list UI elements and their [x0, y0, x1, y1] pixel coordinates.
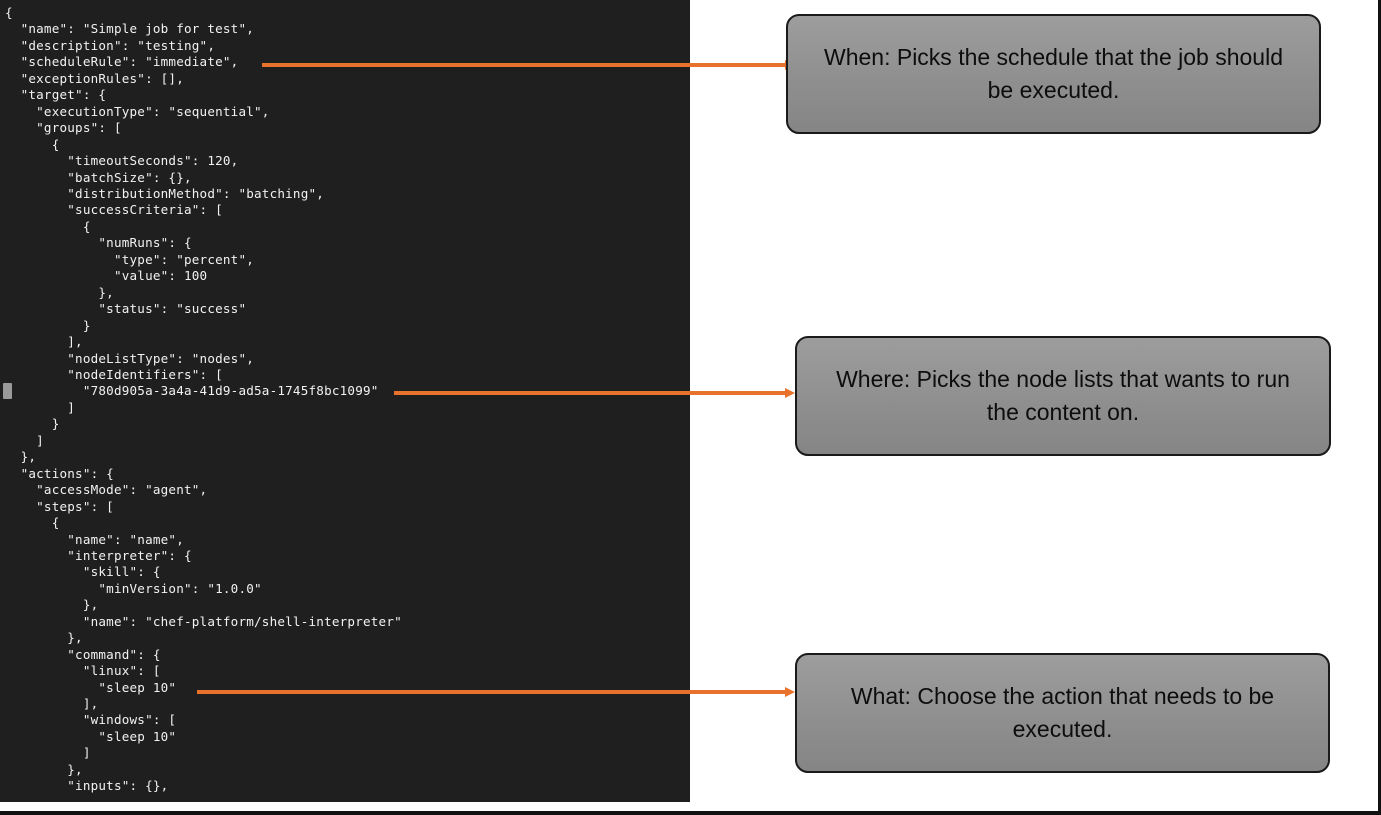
arrow-shaft — [262, 63, 785, 67]
callout-arrow-where — [394, 388, 795, 398]
arrow-head — [785, 687, 795, 697]
json-code-block: { "name": "Simple job for test", "descri… — [5, 5, 402, 794]
arrow-head — [785, 388, 795, 398]
arrow-shaft — [197, 690, 785, 694]
callout-where: Where: Picks the node lists that wants t… — [795, 336, 1331, 456]
callout-when: When: Picks the schedule that the job sh… — [786, 14, 1321, 134]
vertical-scrollbar-thumb[interactable] — [3, 383, 12, 399]
callout-arrow-what — [197, 687, 795, 697]
callout-what: What: Choose the action that needs to be… — [795, 653, 1330, 773]
callout-arrow-when — [262, 60, 795, 70]
code-panel: { "name": "Simple job for test", "descri… — [0, 0, 690, 802]
arrow-shaft — [394, 391, 785, 395]
